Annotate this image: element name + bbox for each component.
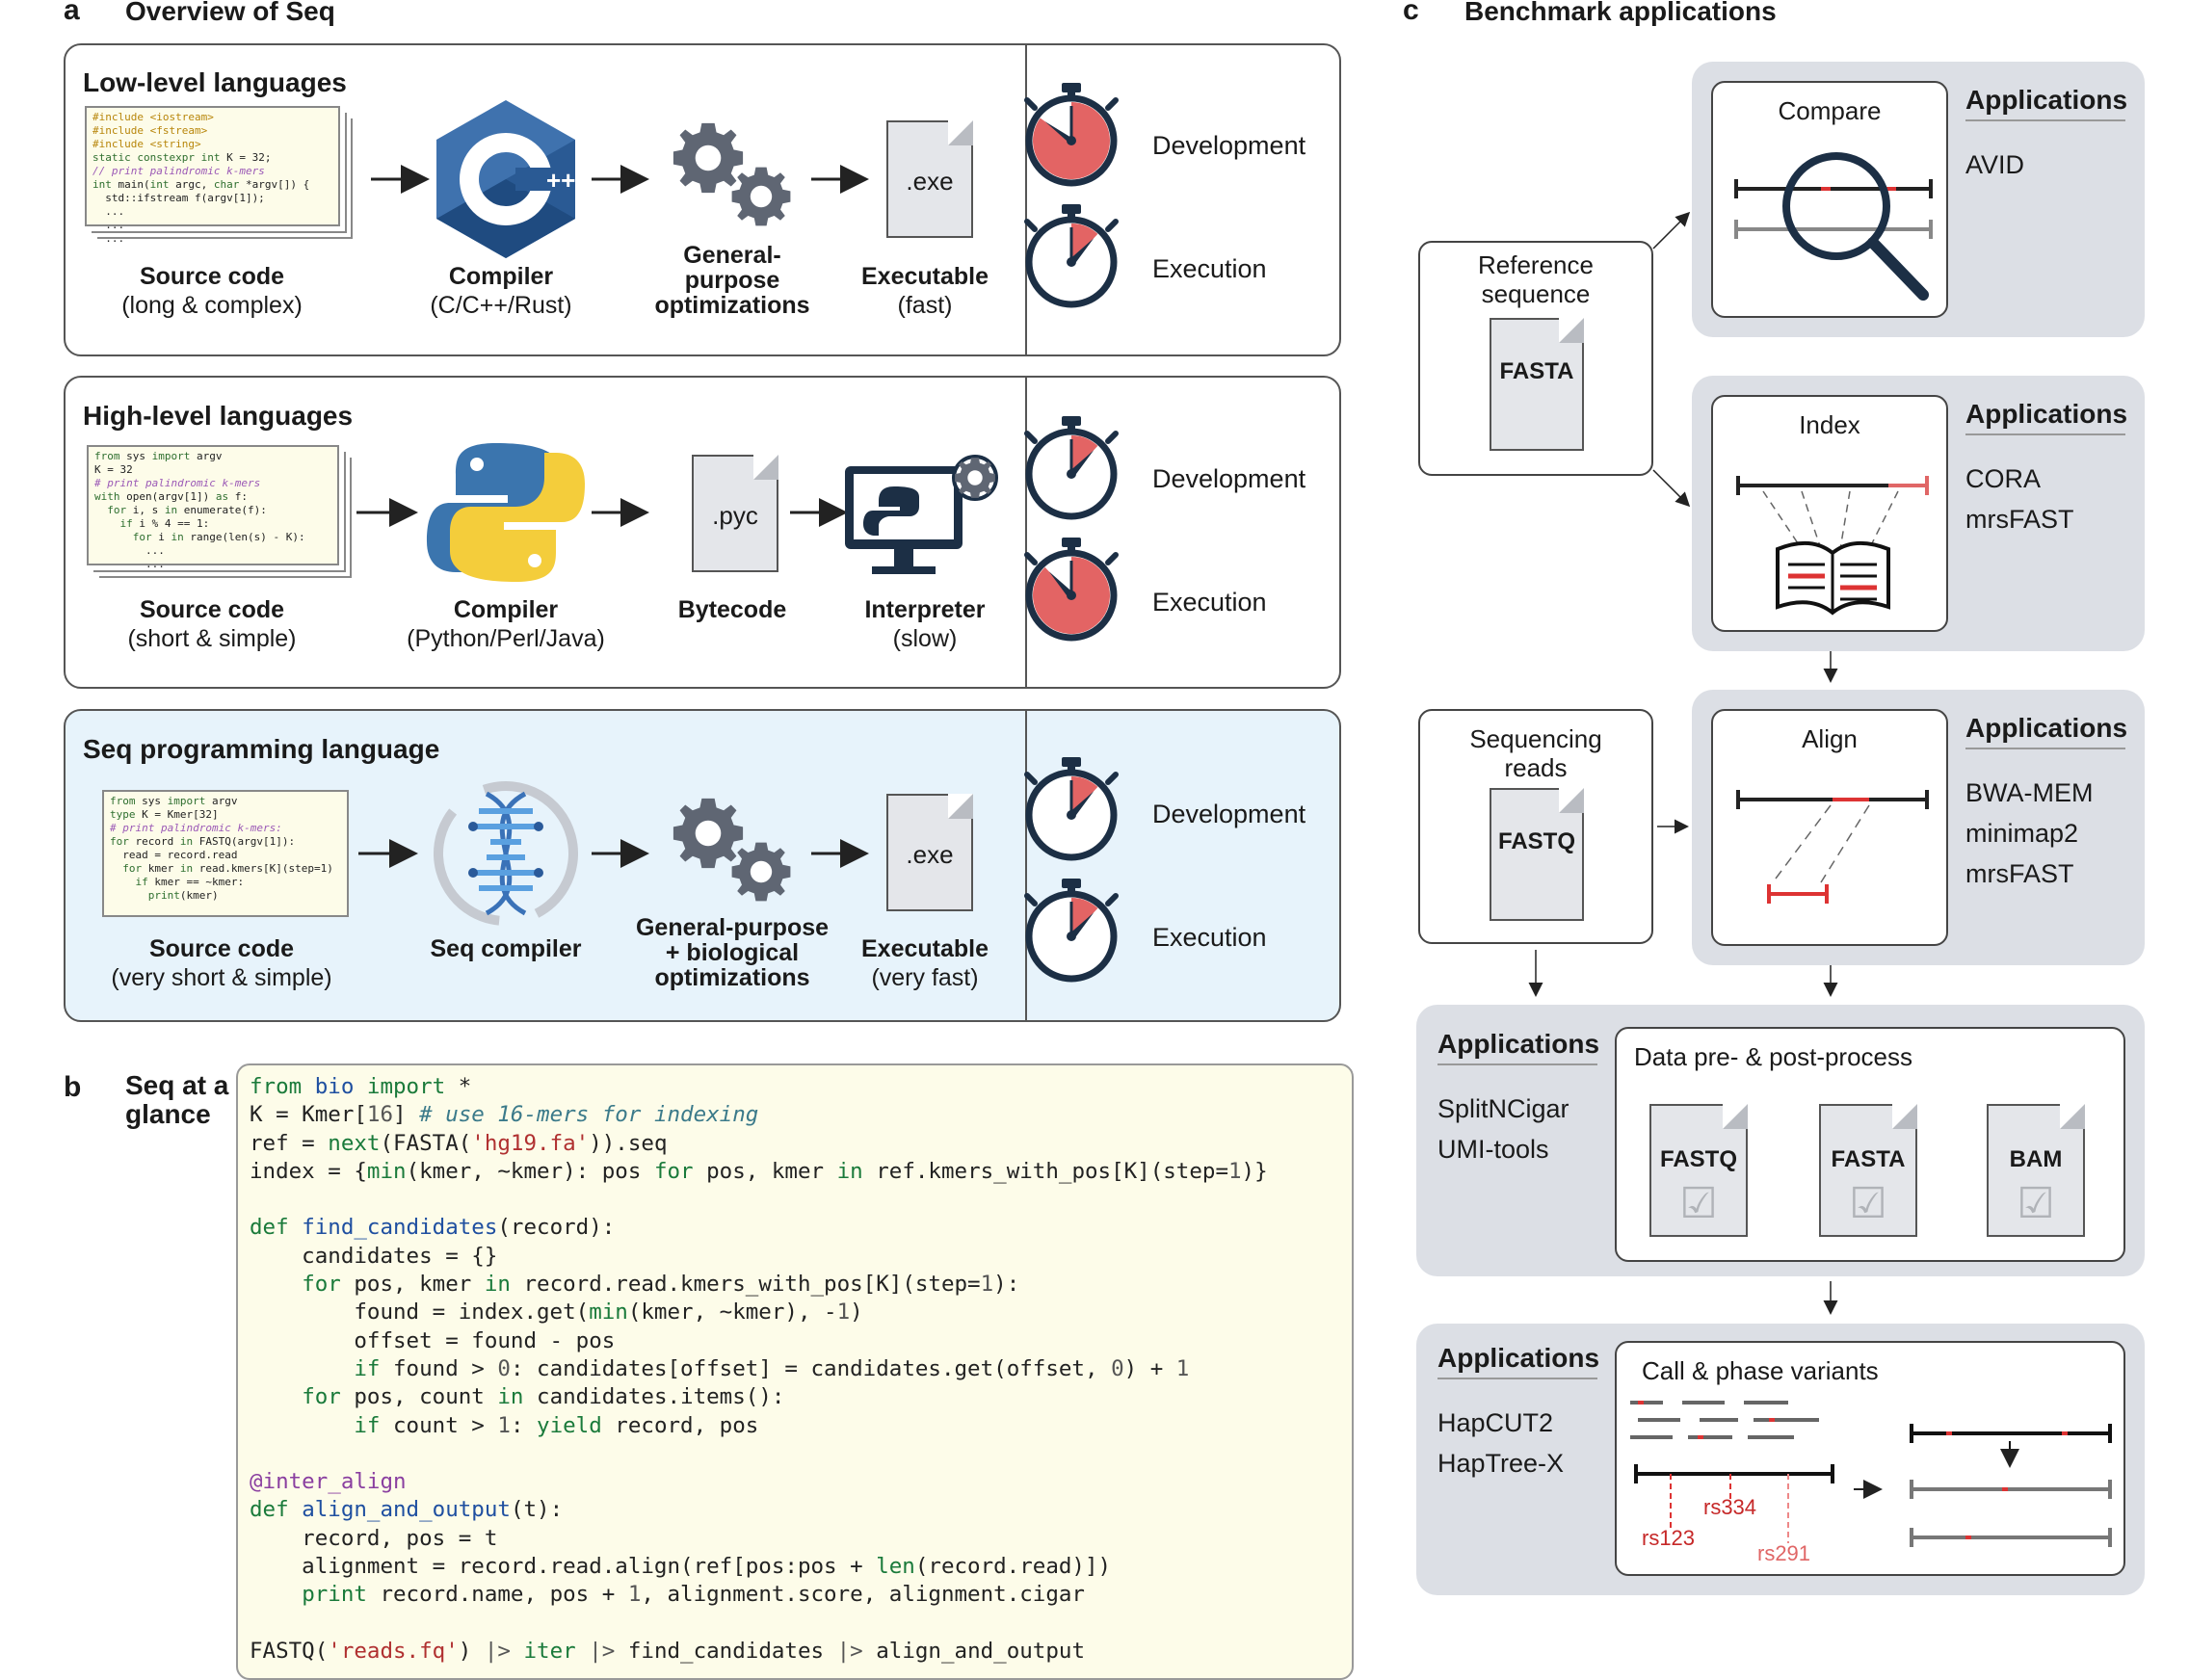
fasta-file-icon: FASTA☑: [1819, 1104, 1917, 1237]
stage-label: General-purpose + biological optimizatio…: [635, 914, 830, 991]
panel-a-letter: a: [64, 0, 80, 26]
snp-label: rs123: [1642, 1526, 1696, 1550]
stopwatch-icon: [1024, 416, 1119, 520]
divider: [1025, 377, 1027, 687]
fastq-file-icon: FASTQ: [1490, 788, 1584, 921]
snp-label: rs291: [1757, 1541, 1811, 1565]
stage-label: Seq compiler: [430, 935, 582, 962]
index-book-icon: [1736, 476, 1929, 616]
process-title: Data pre- & post-process: [1634, 1042, 1913, 1071]
development-label: Development: [1152, 131, 1306, 160]
panel-c-title: Benchmark applications: [1464, 0, 1777, 26]
bytecode-file-icon: .pyc: [692, 455, 778, 572]
check-icon: ☑: [1849, 1180, 1887, 1227]
bam-file-icon: BAM☑: [1987, 1104, 2085, 1237]
source-code-snippet: from sys import argv K = 32 # print pali…: [87, 445, 339, 570]
applications-heading: Applications: [1965, 713, 2127, 749]
check-icon: ☑: [1679, 1180, 1718, 1227]
panel-b-letter: b: [64, 1071, 82, 1103]
stopwatch-icon: [1024, 879, 1119, 983]
panel-b-title: Seq at a glance: [125, 1070, 229, 1129]
align-reads-icon: [1736, 790, 1929, 904]
python-logo-icon: [427, 443, 585, 582]
index-title: Index: [1799, 410, 1860, 439]
divider: [1025, 710, 1027, 1020]
fasta-file-icon: FASTA: [1490, 318, 1584, 451]
source-code-snippet: from sys import argv type K = Kmer[32] #…: [102, 790, 349, 917]
align-title: Align: [1802, 724, 1858, 753]
stage-label: Executable(very fast): [860, 935, 989, 991]
fastq-file-icon: FASTQ☑: [1649, 1104, 1748, 1237]
execution-label: Execution: [1152, 923, 1267, 952]
svg-text:++: ++: [546, 166, 575, 195]
variants-title: Call & phase variants: [1642, 1356, 1879, 1385]
stage-label: Bytecode: [677, 596, 787, 623]
row-title: High-level languages: [83, 401, 354, 431]
execution-label: Execution: [1152, 588, 1267, 617]
panel-a-title: Overview of Seq: [125, 0, 335, 26]
applications-heading: Applications: [1965, 85, 2127, 121]
stage-label: Source code(long & complex): [121, 263, 303, 319]
divider: [1025, 44, 1027, 354]
executable-file-icon: .exe: [886, 120, 973, 238]
check-icon: ☑: [2017, 1180, 2055, 1227]
panel-c-letter: c: [1403, 0, 1419, 26]
panel-c-graphics: [1528, 152, 2112, 1547]
variants-haplotype-icon: [1630, 1401, 2112, 1547]
gears-icon: [673, 122, 791, 226]
stage-label: Source code(short & simple): [127, 596, 297, 652]
seq-compiler-dna-icon: [434, 781, 578, 926]
applications-heading: Applications: [1437, 1029, 1599, 1065]
gears-icon: [673, 798, 791, 902]
snp-label: rs334: [1703, 1495, 1757, 1519]
row-title: Low-level languages: [83, 67, 347, 97]
development-label: Development: [1152, 464, 1306, 493]
cpp-logo-icon: ++: [436, 100, 575, 258]
row-high-level: [64, 376, 1341, 689]
stopwatch-icon: [1024, 757, 1119, 861]
stage-label: General- purpose optimizations: [654, 242, 810, 319]
panel-a-graphics: ++: [356, 83, 1119, 983]
execution-label: Execution: [1152, 254, 1267, 283]
reads-label: Sequencing reads: [1469, 724, 1602, 782]
stopwatch-icon: [1024, 83, 1119, 187]
development-label: Development: [1152, 800, 1306, 828]
applications-heading: Applications: [1437, 1343, 1599, 1379]
row-low-level: [64, 43, 1341, 356]
stage-label: Interpreter(slow): [864, 596, 986, 652]
reference-label: Reference sequence: [1478, 250, 1594, 308]
applications-heading: Applications: [1965, 399, 2127, 435]
stopwatch-icon: [1024, 204, 1119, 308]
seq-code-block: from bio import * K = Kmer[16] # use 16-…: [236, 1063, 1354, 1680]
compare-magnifier-icon: [1734, 152, 1933, 301]
stage-label: Compiler(Python/Perl/Java): [407, 596, 605, 652]
stage-label: Source code(very short & simple): [111, 935, 332, 991]
compare-title: Compare: [1778, 96, 1882, 125]
stage-label: Compiler(C/C++/Rust): [430, 263, 572, 319]
compare-apps: AVID: [1965, 150, 2025, 179]
row-title: Seq programming language: [83, 734, 440, 764]
stopwatch-icon: [1024, 538, 1119, 642]
executable-file-icon: .exe: [886, 794, 973, 911]
source-code-snippet: #include <iostream> #include <fstream> #…: [85, 106, 340, 245]
align-box: Align: [1711, 709, 1948, 946]
interpreter-monitor-icon: [845, 455, 998, 574]
stage-label: Executable(fast): [860, 263, 989, 319]
